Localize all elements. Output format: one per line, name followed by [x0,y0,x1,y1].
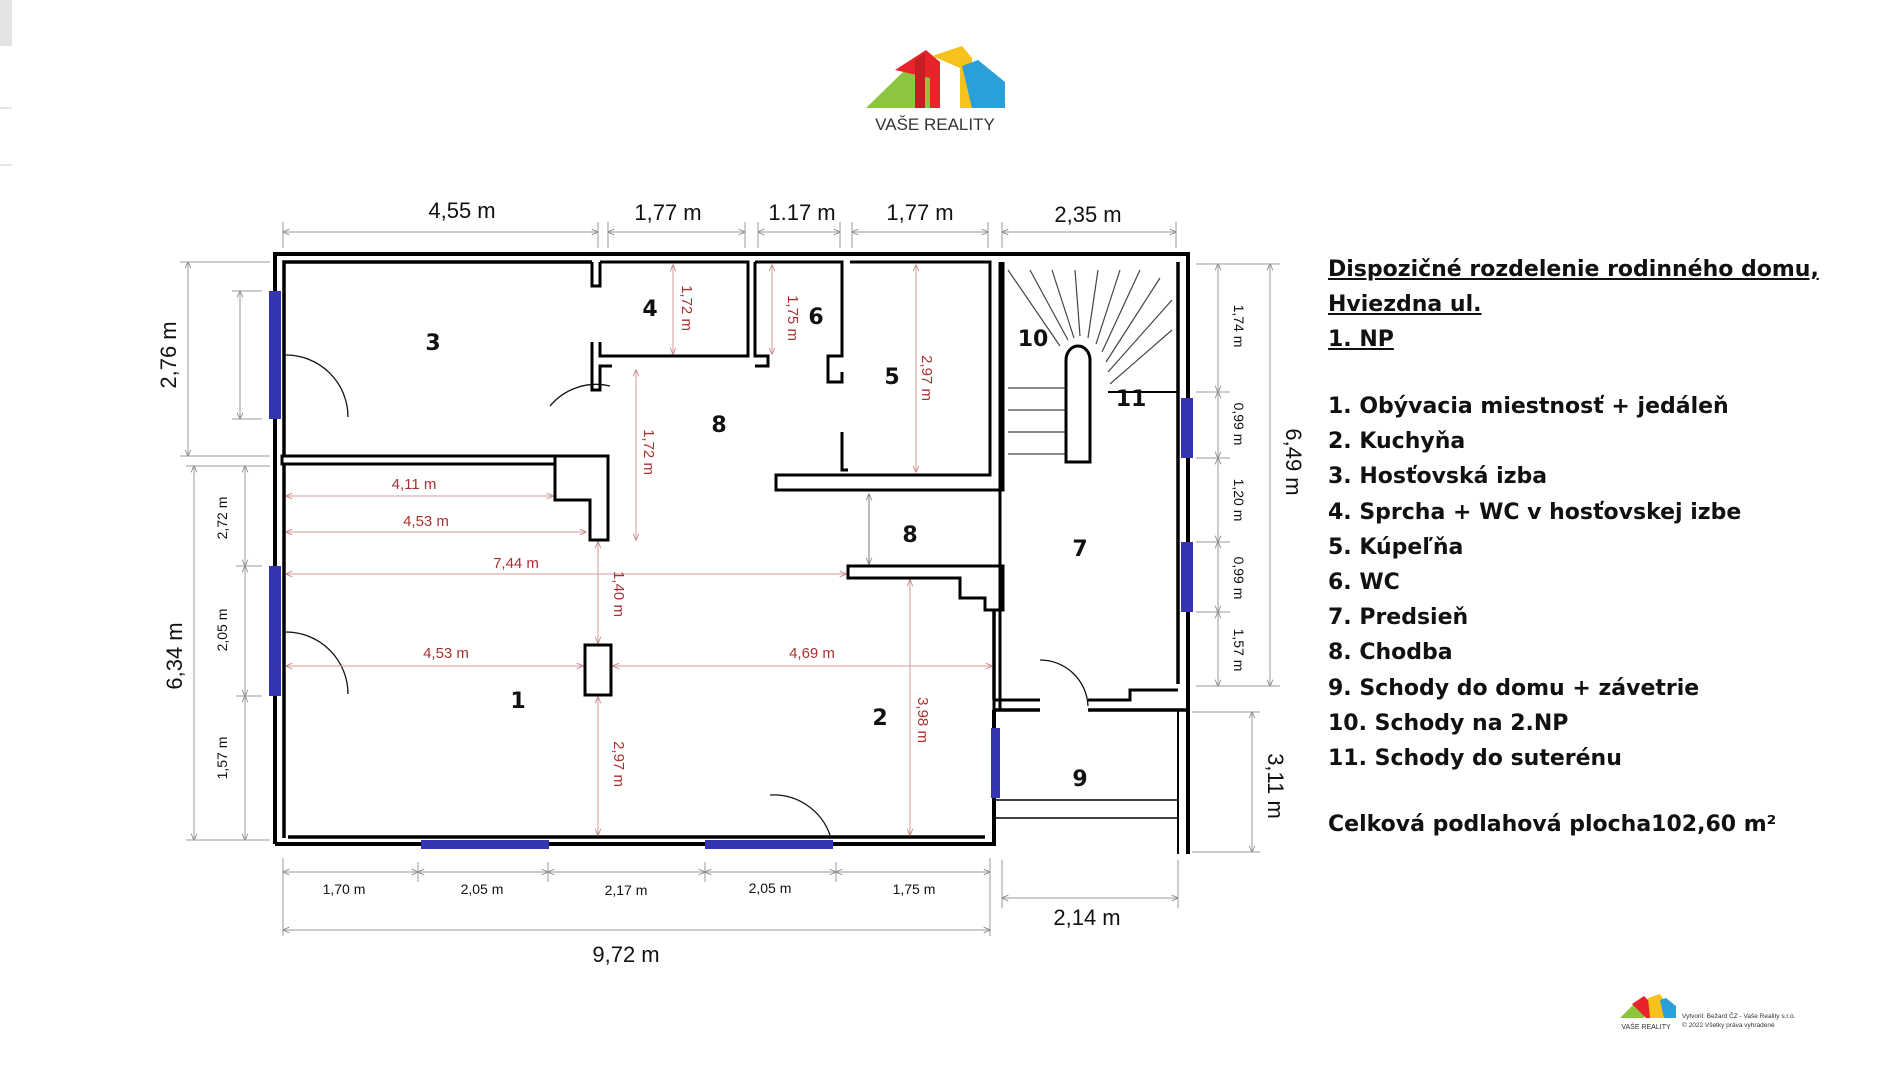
dim-inner-172-room4: 1,72 m [678,285,695,331]
legend-title-1: Dispozičné rozdelenie rodinného domu, [1328,257,1819,282]
dim-left-seg-2: 2,05 m [214,609,230,652]
legend-item: 1. Obývacia miestnosť + jedáleň [1328,394,1729,419]
room-7: 7 [1072,537,1087,562]
room-labels: 1 2 3 4 5 6 7 8 8 9 10 11 [425,297,1146,792]
footer-logo: VAŠE REALITY [1620,994,1676,1031]
walls [273,252,1190,854]
dim-right-seg-1: 1,74 m [1231,305,1247,348]
legend-item: 11. Schody do suterénu [1328,746,1622,772]
legend-item: 7. Predsieň [1328,605,1469,631]
dim-left-seg-1: 2,72 m [214,497,230,540]
legend: Dispozičné rozdelenie rodinného domu, Hv… [1328,252,1848,840]
legend-item: 2. Kuchyňa [1328,429,1466,455]
dim-inner-140: 1,40 m [610,571,627,617]
dim-left-lower: 6,34 m [162,622,187,689]
dim-inner-172-corridor: 1,72 m [640,429,657,475]
windows [269,291,1193,849]
dim-right-seg-4: 0,99 m [1231,557,1247,600]
dim-bottom-1: 1,70 m [323,881,366,897]
room-3: 3 [425,331,440,356]
room-11: 11 [1116,387,1147,412]
legend-item: 4. Sprcha + WC v hosťovskej izbe [1328,499,1742,525]
dim-inner-297-bath: 2,97 m [918,355,935,401]
legend-item: 3. Hosťovská izba [1328,464,1548,490]
legend-list: 1. Obývacia miestnosť + jedáleň 2. Kuchy… [1328,389,1848,776]
dim-inner-398: 3,98 m [914,697,931,743]
credit-text: Vytvoril: Bežard ČZ - Vaše Reality s.r.o… [1682,1012,1795,1030]
credit-line-1: Vytvoril: Bežard ČZ - Vaše Reality s.r.o… [1682,1013,1796,1020]
dim-bottom-total: 9,72 m [592,942,659,967]
staircase [1007,269,1173,464]
dim-left-upper: 2,76 m [156,321,181,388]
dim-right-seg-2: 0,99 m [1231,403,1247,446]
dim-inner-411: 4,11 m [392,476,437,493]
legend-item: 8. Chodba [1328,640,1453,666]
dim-right-seg-3: 1,20 m [1231,479,1247,522]
credit-line-2: © 2022 Všetky práva vyhradené [1682,1022,1775,1029]
dim-top-4: 1,77 m [886,200,953,225]
dim-top-1: 4,55 m [428,198,495,223]
room-8-upper: 8 [711,413,726,438]
brand-logo: VAŠE REALITY [866,46,1005,134]
total-floor-area: Celková podlahová plocha102,60 m² [1328,812,1777,838]
legend-item: 6. WC [1328,570,1400,596]
dim-top-2: 1,77 m [634,200,701,225]
legend-item: 5. Kúpeľňa [1328,534,1464,560]
brand-name: VAŠE REALITY [875,115,995,134]
dim-bottom-2: 2,05 m [461,881,504,897]
room-8-lower: 8 [902,523,917,548]
room-2: 2 [872,706,887,731]
room-1: 1 [510,689,525,714]
room-6: 6 [808,305,823,330]
dim-bottom-3: 2,17 m [605,882,648,898]
dim-left-seg-3: 1,57 m [214,737,230,780]
door-swings [285,354,1089,836]
room-5: 5 [884,365,899,390]
dim-bottom-4: 2,05 m [749,880,792,896]
room-10: 10 [1018,327,1049,352]
legend-item: 10. Schody na 2.NP [1328,710,1569,736]
dim-porch-width: 2,14 m [1053,905,1120,930]
room-4: 4 [642,297,657,322]
dim-inner-744: 7,44 m [493,555,539,572]
exterior-dimension-labels: 4,55 m 1,77 m 1.17 m 1,77 m 2,35 m 1,70 … [156,198,1306,967]
dim-right-seg-5: 1,57 m [1231,629,1247,672]
interior-dimensions [286,265,992,835]
dim-inner-469: 4,69 m [789,645,835,662]
dim-inner-453-upper: 4,53 m [403,513,449,530]
interior-dimension-labels: 4,11 m 4,53 m 7,44 m 4,53 m 4,69 m 1,40 … [392,285,935,787]
dim-right-total: 6,49 m [1281,428,1306,495]
dim-inner-175: 1,75 m [784,295,801,341]
legend-item: 9. Schody do domu + závetrie [1328,675,1700,701]
dim-top-5: 2,35 m [1054,202,1121,227]
dim-inner-453-lower: 4,53 m [423,645,469,662]
dim-porch-depth: 3,11 m [1263,753,1288,819]
exterior-dimensions [180,222,1280,936]
dim-inner-297-col: 2,97 m [610,741,627,787]
footer-brand-name: VAŠE REALITY [1621,1022,1671,1031]
legend-title-2: Hviezdna ul. [1328,292,1482,317]
dim-top-3: 1.17 m [768,200,835,225]
room-9: 9 [1072,767,1087,792]
corner-artifact [0,0,12,175]
legend-title-3: 1. NP [1328,327,1394,352]
dim-bottom-5: 1,75 m [893,881,936,897]
